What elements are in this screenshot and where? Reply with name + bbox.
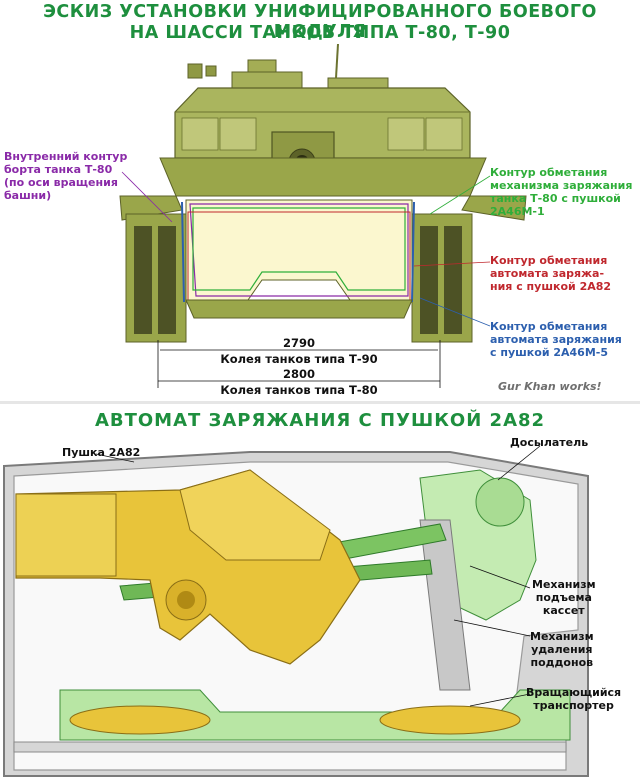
gun-cradle [179,469,331,561]
leader-removal [453,619,531,637]
label-inner-contour-l1: Внутренний контур [4,150,128,163]
label-rotating-conveyor-l2: транспортер [533,699,614,712]
contour-blue [181,201,415,303]
label-rotating-conveyor: Вращающийся транспортер [526,686,621,712]
antenna [335,43,339,79]
track-right-shoe-b [444,226,462,334]
label-gun-2a82: Пушка 2А82 [62,446,141,459]
label-red-contour-l2: автомата заряжа- [490,267,605,280]
label-cassette-lift: Механизм подъема кассет [532,578,596,617]
dim-t90-value: 2790 [282,336,315,350]
label-rammer: Досылатель [510,436,589,449]
leader-conveyor [469,693,531,707]
leader-rammer [497,445,541,481]
label-red-contour: Контур обметания автомата заряжа- ния с … [490,254,638,293]
track-right-shoe-a [420,226,438,334]
label-pallet-removal-l2: удаления [531,643,593,656]
sight-left [187,63,203,79]
label-blue-contour: Контур обметания автомата заряжания с пу… [490,320,638,359]
label-pallet-removal: Механизм удаления поддонов [530,630,594,669]
watermark: Gur Khan works! [498,380,602,393]
label-green-contour: Контур обметания механизма заряжания тан… [490,166,638,218]
leader-gun [95,453,135,463]
fender-right [461,195,527,221]
label-blue-contour-l3: с пушкой 2А46М-5 [490,346,609,359]
label-blue-contour-l1: Контур обметания [490,320,608,333]
rammer-drum [475,477,525,527]
label-inner-contour: Внутренний контур борта танка Т-80 (по о… [4,150,134,202]
sight-left-2 [205,65,217,77]
track-left-shoe-b [158,226,176,334]
contour-green [192,207,406,291]
leader-lift [469,565,531,589]
contour-purple [189,203,409,297]
gun-trunnion-hub [177,591,195,609]
label-green-contour-l1: Контур обметания [490,166,608,179]
autoloader-section [3,445,589,777]
leader-green [429,175,491,215]
label-green-contour-l2: механизма заряжания [490,179,633,192]
hull-bottom [185,299,413,319]
label-red-contour-l1: Контур обметания [490,254,608,267]
label-cassette-lift-l2: подъема [535,591,592,604]
label-pallet-removal-l1: Механизм [530,630,594,643]
conveyor-round-left [69,705,211,735]
hull-interior [185,199,413,301]
label-inner-contour-l3: (по оси вращения [4,176,118,189]
label-inner-contour-l4: башни) [4,189,52,202]
label-blue-contour-l2: автомата заряжания [490,333,622,346]
hull-glacis [159,157,487,197]
leader-blue [419,297,491,327]
top-title-line1: ЭСКИЗ УСТАНОВКИ УНИФИЦИРОВАННОГО БОЕВОГО… [43,2,597,42]
turret-era-blocks [181,117,463,151]
label-pallet-removal-l3: поддонов [530,656,594,669]
top-title-line2: НА ШАССИ ТАНКОВ ТИПА Т-80, Т-90 [129,23,511,43]
label-red-contour-l3: ния с пушкой 2А82 [490,280,612,293]
label-cassette-lift-l3: кассет [542,604,585,617]
bottom-title: АВТОМАТ ЗАРЯЖАНИЯ С ПУШКОЙ 2А82 [94,410,546,431]
tank-front-view [119,43,527,388]
label-rotating-conveyor-l1: Вращающийся [526,686,622,699]
section-divider [0,401,640,404]
leader-red [413,261,491,267]
track-left-shoe-a [134,226,152,334]
cassette-lift-post [419,519,471,691]
dim-t80-label: Колея танков типа Т-80 [220,383,378,397]
conveyor-round-right [379,705,521,735]
label-green-contour-l4: 2А46М-1 [490,205,545,218]
gun-breech [15,493,117,577]
dim-t90-label: Колея танков типа Т-90 [220,352,378,366]
leader-purple [121,171,173,223]
label-inner-contour-l2: борта танка Т-80 [4,163,113,176]
dim-t80-value: 2800 [282,367,315,381]
label-green-contour-l3: танка Т-80 с пушкой [490,192,621,205]
hull-floor [13,741,567,753]
label-cassette-lift-l1: Механизм [532,578,596,591]
